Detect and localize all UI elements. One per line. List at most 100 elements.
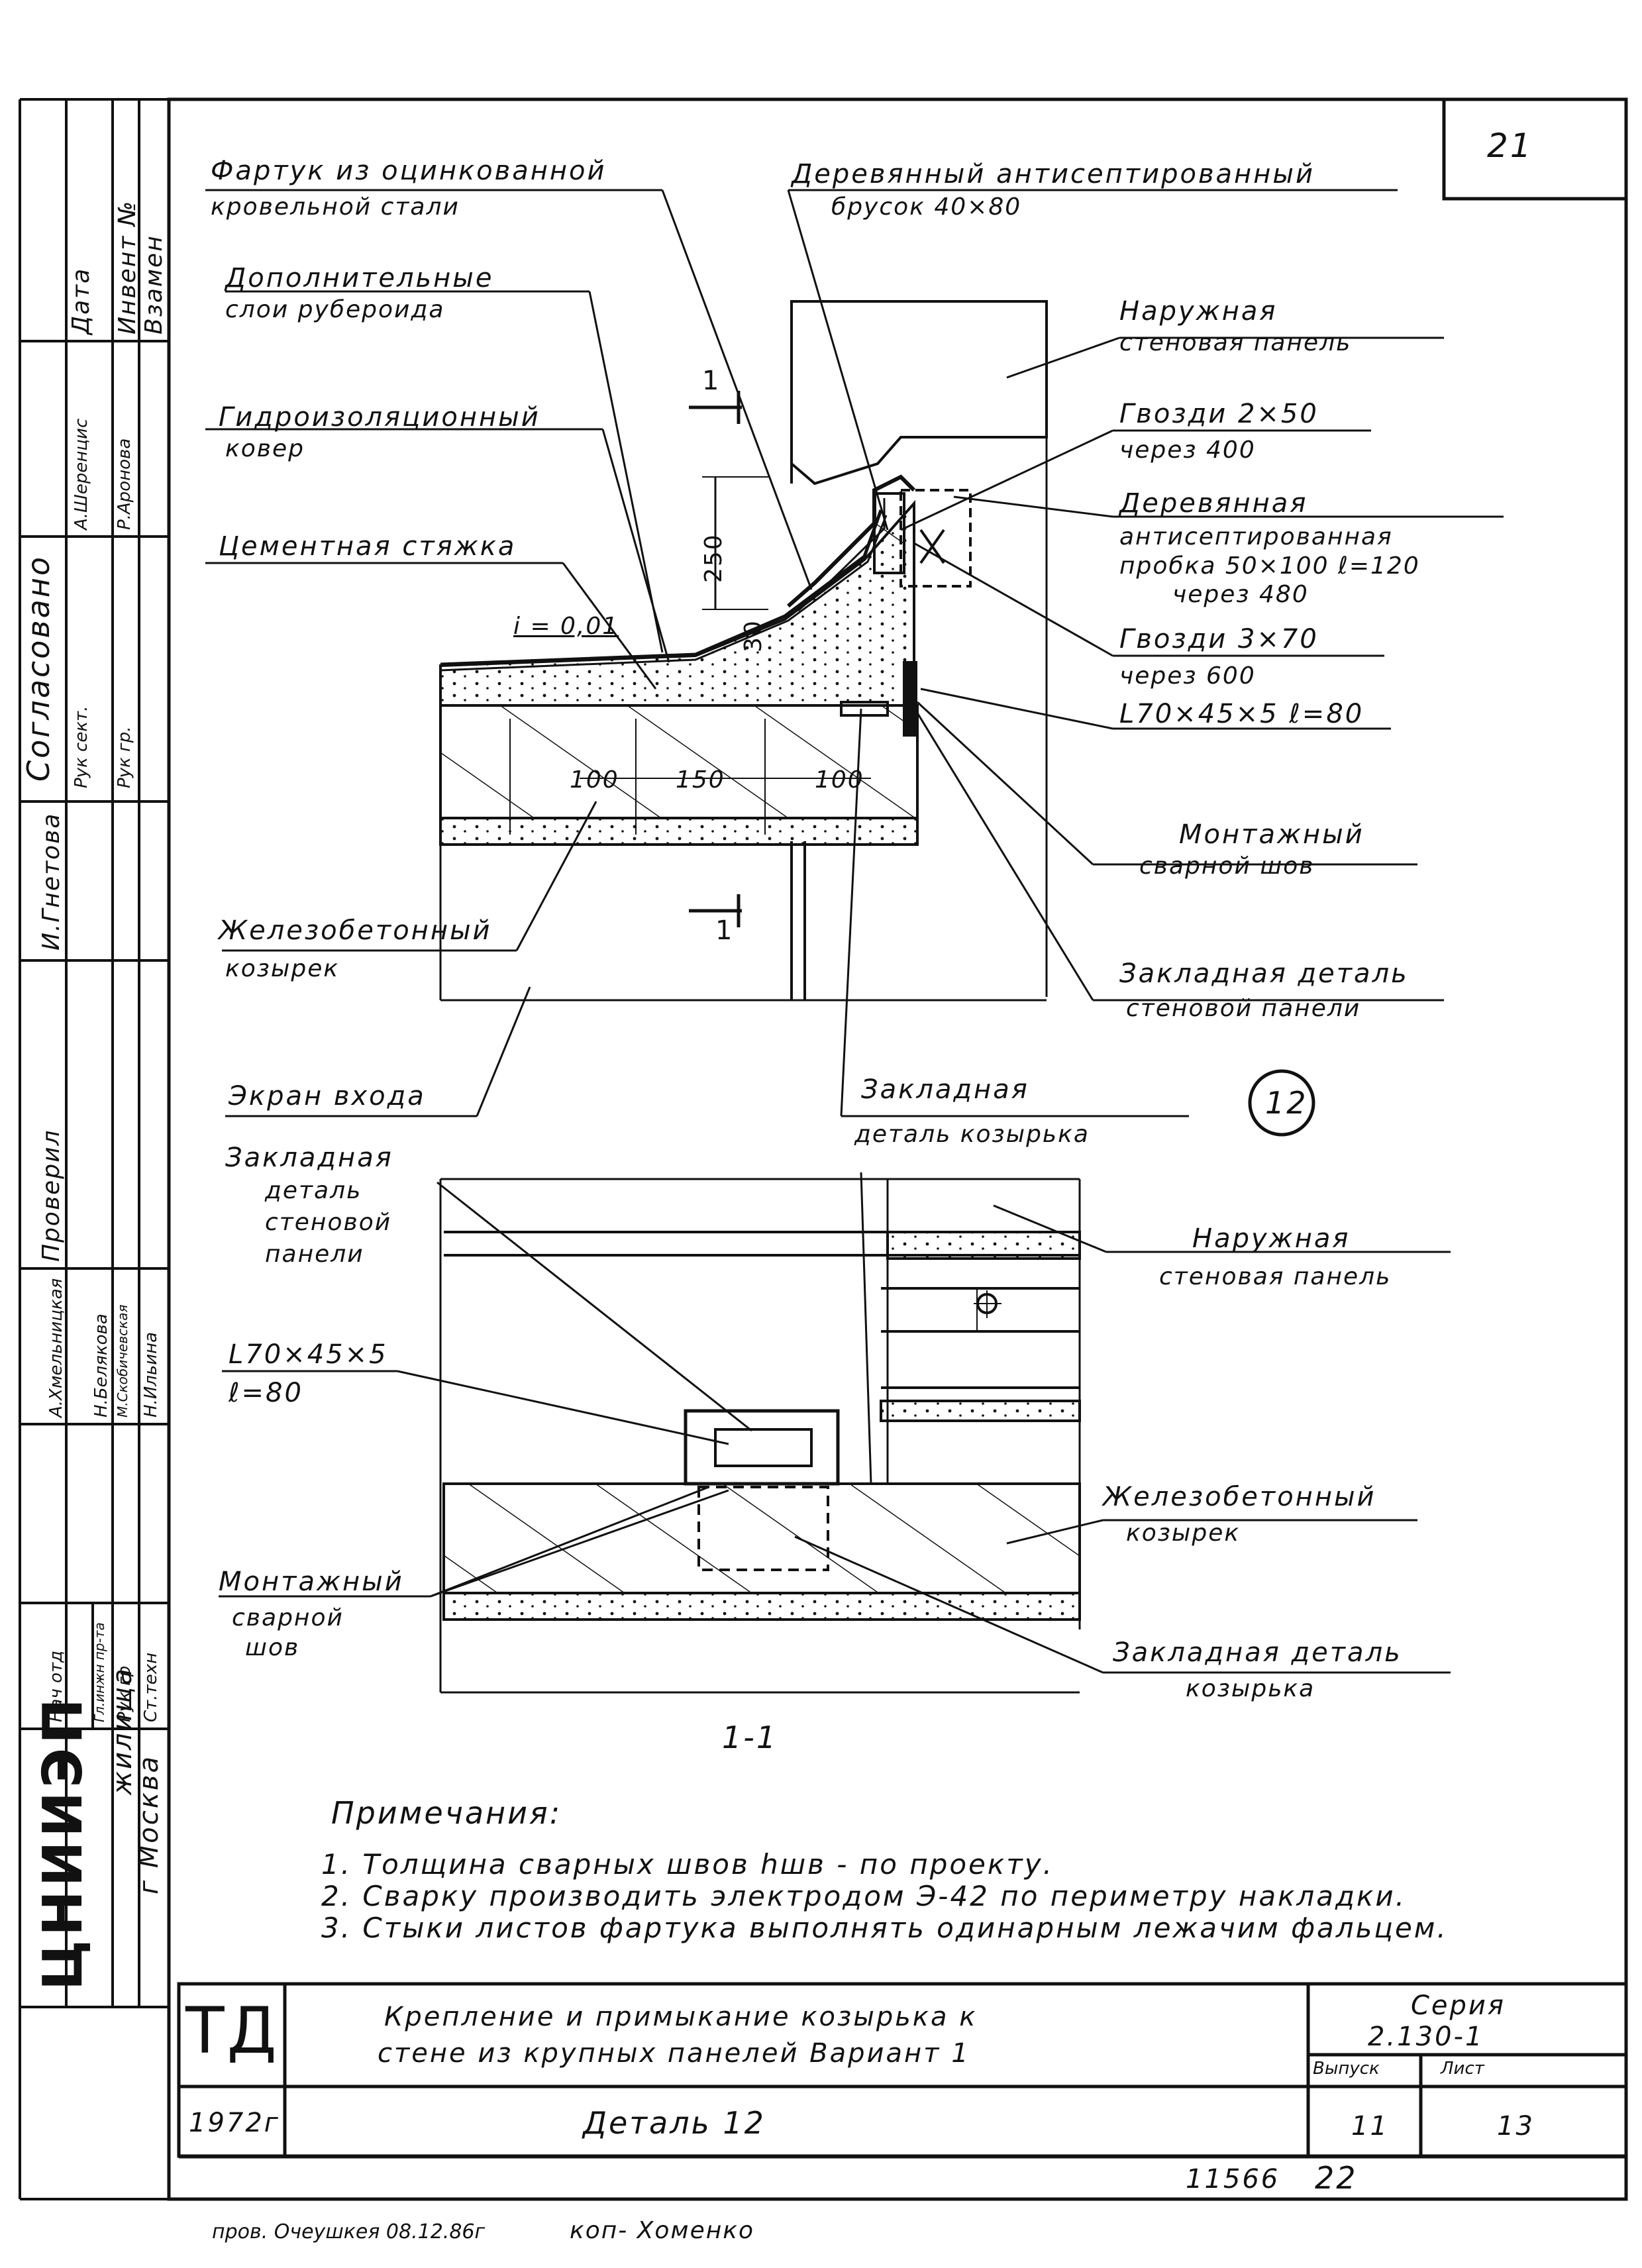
org-logo-name: ЦНИИЭП xyxy=(32,1694,95,1990)
nails-2x50-label-2: через 400 xyxy=(1119,437,1256,464)
title-detail: Деталь 12 xyxy=(583,2105,766,2141)
note-1: 1. Толщина сварных швов hшв - по проекту… xyxy=(321,1848,1054,1881)
strip-inv: Инвент № xyxy=(114,199,141,335)
nails-2x50-label-1: Гвозди 2×50 xyxy=(1119,399,1319,429)
section-mark-bottom: 1 xyxy=(715,915,735,946)
plug-label-4: через 480 xyxy=(1172,581,1309,608)
dim-250: 250 xyxy=(700,533,727,583)
strip-role-1: Рук сект. xyxy=(72,705,91,788)
weld-bottom-label-3: шов xyxy=(245,1634,300,1661)
strip-staff-4: Н.Ильина xyxy=(141,1331,161,1418)
embed-panel-top-label-2: стеновой панели xyxy=(1126,995,1361,1022)
wood-bar-label-2: брусок 40×80 xyxy=(831,193,1022,221)
strip-date: Дата xyxy=(68,267,95,335)
issue-value: 11 xyxy=(1351,2111,1389,2141)
wood-bar-label-1: Деревянный антисептированный xyxy=(792,159,1315,189)
angle-bottom-label-2: ℓ=80 xyxy=(229,1378,303,1408)
rc-canopy-bottom-label-2: козырек xyxy=(1126,1520,1241,1547)
sheet-number: 21 xyxy=(1487,127,1533,165)
sheet-value: 13 xyxy=(1497,2111,1535,2141)
title-block-grid xyxy=(177,1982,1628,2158)
issue-label: Выпуск xyxy=(1313,2059,1380,2079)
note-3: 3. Стыки листов фартука выполнять одинар… xyxy=(321,1912,1448,1944)
side-strip-grid xyxy=(19,98,169,2200)
apron-label-1: Фартук из оцинкованной xyxy=(211,156,607,186)
rc-canopy-bottom-label-1: Железобетонный xyxy=(1103,1482,1376,1512)
plug-label-2: антисептированная xyxy=(1119,523,1393,550)
strip-role-gl: Гл.инжн пр-та xyxy=(91,1622,107,1722)
strip-checked: Проверил xyxy=(38,1129,65,1262)
embed-panel-bottom-label-3: стеновой xyxy=(265,1209,392,1236)
org-city: г Москва xyxy=(134,1755,164,1894)
plug-label-3: пробка 50×100 ℓ=120 xyxy=(1119,552,1420,580)
footer-page: 22 xyxy=(1315,2160,1358,2196)
embed-canopy-bottom-label-1: Закладная деталь xyxy=(1113,1637,1402,1668)
rc-canopy-top-label-2: козырек xyxy=(225,955,340,982)
dim-30: 30 xyxy=(740,619,767,652)
section-1-1 xyxy=(439,1178,1081,1694)
plug-label-1: Деревянная xyxy=(1119,488,1308,519)
title-line-1: Крепление и примыкание козырька к xyxy=(384,2002,978,2032)
strip-sign-2: Р.Аронова xyxy=(115,438,134,530)
outer-panel-top-label-1: Наружная xyxy=(1119,296,1278,327)
slope-label: i = 0,01 xyxy=(513,613,619,640)
nails-3x70-label-1: Гвозди 3×70 xyxy=(1119,624,1319,654)
outer-panel-bottom-label-2: стеновая панель xyxy=(1159,1263,1392,1290)
detail-number: 12 xyxy=(1265,1085,1308,1121)
cement-label: Цементная стяжка xyxy=(219,531,517,562)
title-line-2: стене из крупных панелей Вариант 1 xyxy=(378,2038,970,2069)
weld-bottom-label-1: Монтажный xyxy=(219,1567,404,1597)
dim-100-a: 100 xyxy=(570,766,619,794)
strip-agreed: Согласовано xyxy=(21,555,56,782)
footer-prov: пров. Очеушкея 08.12.86г xyxy=(212,2220,486,2243)
title-code: ТД xyxy=(185,1994,280,2068)
nails-3x70-label-2: через 600 xyxy=(1119,662,1256,690)
extra-layers-label-1: Дополнительные xyxy=(225,263,494,293)
screen-label: Экран входа xyxy=(229,1081,426,1111)
outer-panel-top-label-2: стеновая панель xyxy=(1119,329,1352,356)
footer-kop: коп- Хоменко xyxy=(570,2217,755,2244)
series-value: 2.130-1 xyxy=(1368,2022,1484,2052)
outer-panel-bottom-label-1: Наружная xyxy=(1192,1223,1351,1254)
strip-role-st: Ст.техн xyxy=(141,1652,161,1722)
section-mark-top: 1 xyxy=(702,366,721,396)
embed-panel-bottom-label-2: деталь xyxy=(265,1177,362,1204)
footer-number: 11566 xyxy=(1186,2164,1280,2194)
weld-top-label-1: Монтажный xyxy=(1179,819,1364,850)
strip-replace: Взамен xyxy=(140,234,168,335)
series-label: Серия xyxy=(1411,1990,1506,2021)
upper-leaders xyxy=(205,189,1504,1117)
dim-100-b: 100 xyxy=(815,766,864,794)
rc-canopy-top-label-1: Железобетонный xyxy=(219,915,492,946)
note-2: 2. Сварку производить электродом Э-42 по… xyxy=(321,1880,1407,1912)
embed-panel-top-label-1: Закладная деталь xyxy=(1119,958,1409,989)
weld-top-label-2: сварной шов xyxy=(1139,852,1315,880)
embed-canopy-top-label-2: деталь козырька xyxy=(854,1121,1090,1148)
strip-sign-1: А.Шеренцис xyxy=(72,418,91,530)
dim-150: 150 xyxy=(676,766,725,794)
notes-title: Примечания: xyxy=(331,1795,562,1831)
apron-label-2: кровельной стали xyxy=(211,193,460,221)
embed-canopy-top-label-1: Закладная xyxy=(861,1074,1029,1105)
angle-bottom-label-1: L70×45×5 xyxy=(229,1339,388,1370)
section-title: 1-1 xyxy=(722,1720,778,1755)
detail-circle xyxy=(1248,1069,1315,1137)
strip-name-1: И.Гнетова xyxy=(38,812,65,951)
sheet-label: Лист xyxy=(1441,2059,1484,2079)
org-sub: жилища xyxy=(107,1667,138,1795)
upper-detail xyxy=(439,300,1048,1002)
weld-bottom-label-2: сварной xyxy=(232,1604,344,1631)
strip-staff-3: М.Скобичевская xyxy=(115,1304,130,1418)
title-year: 1972г xyxy=(189,2108,280,2138)
extra-layers-label-2: слои рубероида xyxy=(225,296,445,323)
angle-top-label: L70×45×5 ℓ=80 xyxy=(1119,699,1364,729)
strip-staff-2: Н.Белякова xyxy=(91,1314,111,1418)
strip-staff-1: А.Хмельницкая xyxy=(46,1278,66,1418)
embed-panel-bottom-label-4: панели xyxy=(265,1241,364,1268)
section-leaders xyxy=(219,1172,1451,1674)
strip-role-2: Рук гр. xyxy=(115,726,134,788)
waterproof-label-1: Гидроизоляционный xyxy=(219,402,540,433)
waterproof-label-2: ковер xyxy=(225,435,305,462)
embed-canopy-bottom-label-2: козырька xyxy=(1186,1675,1315,1702)
